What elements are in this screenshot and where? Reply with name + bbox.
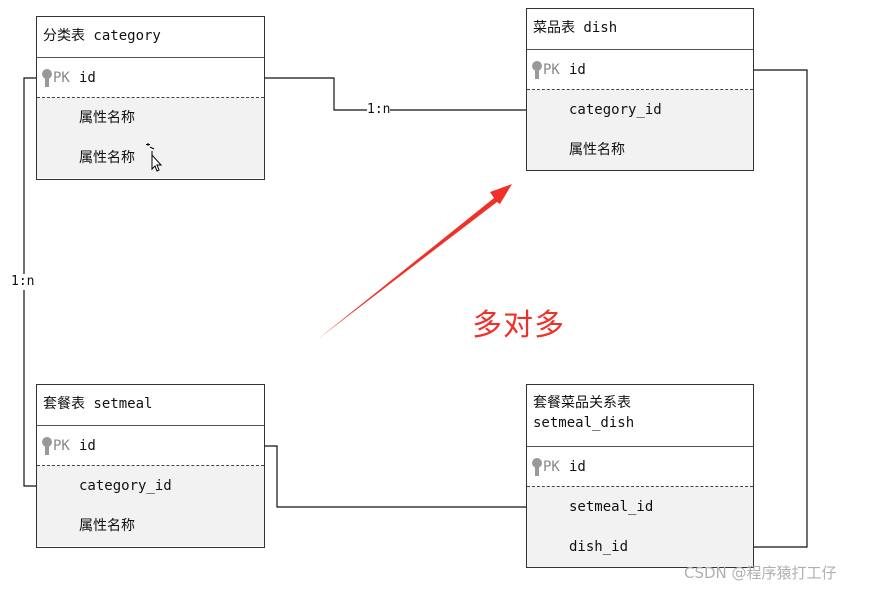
primary-key-row: PK id (527, 447, 753, 487)
connector-category-dish (265, 77, 526, 111)
key-icon (42, 69, 52, 87)
entity-category[interactable]: 分类表 category PK id 属性名称 属性名称 (36, 16, 265, 180)
pk-field: id (79, 438, 96, 454)
attribute-list: 属性名称 属性名称 (37, 98, 264, 178)
primary-key-row: PK id (37, 58, 264, 98)
attribute-item: 属性名称 (79, 150, 135, 166)
attribute-list: category_id 属性名称 (527, 90, 753, 170)
entity-title-line2: setmeal_dish (533, 415, 635, 431)
connector-setmeal-setmealdish (265, 445, 526, 508)
primary-key-row: PK id (37, 426, 264, 466)
pk-tag: PK (543, 62, 560, 78)
key-icon (532, 61, 542, 79)
attribute-item: 属性名称 (79, 518, 135, 534)
attribute-item: 属性名称 (79, 110, 135, 126)
entity-setmeal-dish[interactable]: 套餐菜品关系表 setmeal_dish PK id setmeal_id di… (526, 384, 754, 568)
entity-setmeal[interactable]: 套餐表 setmeal PK id category_id 属性名称 (36, 384, 265, 548)
entity-title: 菜品表 dish (527, 9, 753, 50)
pk-tag: PK (53, 438, 70, 454)
attribute-item: 属性名称 (569, 142, 625, 158)
watermark: CSDN @程序猿打工仔 (684, 564, 837, 582)
relation-label-category-setmeal: 1:n (11, 274, 35, 290)
many-to-many-annotation: 多对多 (472, 308, 565, 343)
entity-dish[interactable]: 菜品表 dish PK id category_id 属性名称 (526, 8, 754, 171)
attribute-item: category_id (569, 102, 662, 118)
connector-dish-setmealdish (754, 69, 808, 548)
key-icon (42, 437, 52, 455)
cursor-icon (146, 143, 163, 172)
entity-title: 套餐菜品关系表 setmeal_dish (527, 385, 753, 447)
pk-field: id (79, 70, 96, 86)
entity-title: 套餐表 setmeal (37, 385, 264, 426)
pk-tag: PK (53, 70, 70, 86)
attribute-list: category_id 属性名称 (37, 466, 264, 546)
primary-key-row: PK id (527, 50, 753, 90)
key-icon (532, 458, 542, 476)
attribute-item: category_id (79, 478, 172, 494)
attribute-item: dish_id (569, 539, 629, 555)
relation-label-category-dish: 1:n (367, 102, 391, 118)
attribute-item: setmeal_id (569, 499, 654, 515)
pk-field: id (569, 62, 586, 78)
entity-title-line1: 套餐菜品关系表 (533, 395, 631, 411)
pk-field: id (569, 459, 586, 475)
pk-tag: PK (543, 459, 560, 475)
attribute-list: setmeal_id dish_id (527, 487, 753, 567)
entity-title: 分类表 category (37, 17, 264, 58)
red-arrow-icon (318, 184, 512, 339)
